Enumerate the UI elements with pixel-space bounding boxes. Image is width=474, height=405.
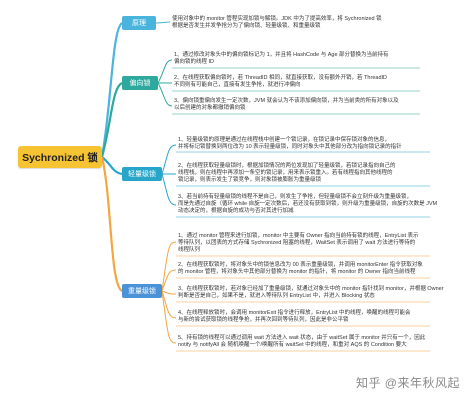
- leaf-qingliang-2: 2、在线程获取轻量级锁时，根据加锁情况的两位发现加了轻量级锁，若锁记录指向自己的…: [178, 163, 396, 185]
- leaf-line: 3、若当前持有轻量级锁的线程不是自己，则发生了争抢，但轻量级锁不会立刻升级为重量…: [178, 194, 413, 200]
- branch-qingliang[interactable]: 轻量级锁: [122, 167, 162, 181]
- connector-root-pianxiang: [100, 82, 123, 158]
- leaf-line: 判断是否是自己，如果不是，就进入等待队列 EntryList 中，并进入 Blo…: [178, 293, 375, 300]
- leaf-pianxiang-2: 2、在线程获取偏向锁时，若 ThreadID 相同，就直接获取，没有额外开销，若…: [174, 75, 387, 89]
- leaf-line: 3、偏向锁重偏向发生一定次数，JVM 就会认为不该添加偏向锁，并为当前类的所有对…: [174, 98, 399, 104]
- leaf-pianxiang-3: 3、偏向锁重偏向发生一定次数，JVM 就会认为不该添加偏向锁，并为当前类的所有对…: [174, 98, 399, 112]
- connector-yuanli-1: [155, 21, 171, 24]
- branch-yuanli[interactable]: 原理: [122, 16, 156, 30]
- connector-root-qingliang: [101, 156, 123, 176]
- leaf-line: 线程队列: [178, 247, 201, 254]
- leaf-line: 以后创建的对象都撤销偏向锁: [174, 105, 246, 112]
- leaf-line: 的 monitor 管程，将对象头中其他部分替换为 monitor 的指针，将 …: [178, 269, 416, 276]
- branch-zhongliang[interactable]: 重量级锁: [122, 284, 162, 298]
- leaf-line: 1、通过修改对象头中的偏向锁标记为 1，并且将 HashCode 与 Age 部…: [174, 52, 389, 58]
- leaf-line: 2、在线程获取锁时，将对象头中的锁信息改为 00 表示重量级锁，并调用 moni…: [178, 262, 423, 268]
- leaf-zhongliang-4: 4、在线程释放锁时，会调用 monitorExit 指令进行释放，EntryLi…: [178, 310, 411, 324]
- leaf-line: 线程栈，则在线程中再添加一条空的锁记录，用来表示锁重入。若有线程指向其他线程的: [178, 170, 393, 177]
- leaf-line: 2、在线程获取偏向锁时，若 ThreadID 相同，就直接获取，没有额外开销，若…: [174, 75, 387, 81]
- leaf-zhongliang-2: 2、在线程获取锁时，将对象头中的锁信息改为 00 表示重量级锁，并调用 moni…: [178, 262, 423, 276]
- connector-zhongliang-5: [161, 290, 177, 344]
- leaf-line: 偏向锁的线程 ID: [174, 59, 215, 66]
- leaf-line: 1、轻量级锁的原理是通过在线程栈中创建一个锁记录，在锁记录中保存锁对象的信息，: [178, 137, 391, 143]
- leaf-line: 2、在线程获取轻量级锁时，根据加锁情况的两位发现加了轻量级锁，若锁记录指向自己的: [178, 163, 396, 169]
- leaf-zhongliang-1: 1、通过 monitor 管程来进行加锁，monitor 中主要有 Owner …: [178, 233, 419, 255]
- connector-zhongliang-4: [161, 290, 177, 319]
- connector-zhongliang-2: [161, 269, 177, 292]
- leaf-line: 并将标记锁替换到两位改为 10 表示轻量级锁，同时对象头中其他部分改为指向锁记录…: [178, 144, 402, 151]
- leaf-line: 动态决定的，根据自旋的成功与否对其进行加减: [178, 208, 294, 215]
- connector-zhongliang-1: [161, 241, 177, 292]
- leaf-line: 5、持有锁的线程可以通过调用 wait 方法进入 wait 状态，由于 wait…: [178, 335, 426, 341]
- connector-root-zhongliang: [100, 156, 123, 292]
- leaf-yuanli-1: 使用对象中的 monitor 管程实现加锁与解锁。JDK 中为了提高效率，将 S…: [172, 16, 382, 30]
- connector-qingliang-3: [161, 173, 177, 206]
- connector-pianxiang-3: [157, 82, 173, 107]
- leaf-line: 使用对象中的 monitor 管程实现加锁与解锁。JDK 中为了提高效率，将 S…: [172, 16, 382, 22]
- leaf-pianxiang-1: 1、通过修改对象头中的偏向锁标记为 1，并且将 HashCode 与 Age 部…: [174, 52, 389, 66]
- leaf-line: 1、通过 monitor 管程来进行加锁，monitor 中主要有 Owner …: [178, 233, 419, 239]
- leaf-line: 3、在线程获取锁时，若对象已经加了重量级锁，就通过对象头中的 monitor 指…: [178, 286, 444, 292]
- leaf-zhongliang-3: 3、在线程获取锁时，若对象已经加了重量级锁，就通过对象头中的 monitor 指…: [178, 286, 444, 300]
- connector-root-yuanli: [100, 22, 123, 158]
- leaf-line: 4、在线程释放锁时，会调用 monitorExit 指令进行释放，EntryLi…: [178, 310, 411, 316]
- leaf-qingliang-1: 1、轻量级锁的原理是通过在线程栈中创建一个锁记录，在锁记录中保存锁对象的信息， …: [178, 137, 402, 151]
- leaf-line: 不同则有可能自己，直接有发生争抢，就进行冲偏向: [174, 82, 301, 89]
- leaf-line: 与新的尝试获取锁的线程争抢，并再次回到等待队列，因此是非公平锁: [178, 317, 349, 324]
- connector-pianxiang-1: [157, 59, 173, 84]
- leaf-zhongliang-5: 5、持有锁的线程可以通过调用 wait 方法进入 wait 状态，由于 wait…: [178, 335, 425, 349]
- leaf-line: notify 与 notifyAll 会 随机唤醒一个/唤醒所有 waitSet…: [178, 342, 407, 349]
- leaf-qingliang-3: 3、若当前持有轻量级锁的线程不是自己，则发生了争抢，但轻量级锁不会立刻升级为重量…: [178, 194, 437, 216]
- leaf-line: 而是先通过自旋（循环 while 自旋一定次数后，若还没有获取到锁，则升级为重量…: [178, 201, 438, 208]
- branch-pianxiang[interactable]: 偏向锁: [122, 76, 158, 90]
- connector-qingliang-1: [161, 144, 177, 175]
- watermark: 知乎 @来年秋风起: [355, 376, 460, 390]
- leaf-line: 根据是否发生并发争抢分为了偏向锁、轻量级锁、和重量级锁: [172, 23, 321, 30]
- leaf-line: 锁记录，则表示发生了锁竞争，则对象锁被膨胀为重量级锁: [178, 177, 322, 184]
- connector-zhongliang-3: [161, 290, 177, 295]
- leaf-line: 等待队列，以团表的方式存储 Sychronized 阻塞的线程，WaitSet …: [178, 240, 416, 247]
- root-node[interactable]: Sychronized 锁: [18, 146, 102, 168]
